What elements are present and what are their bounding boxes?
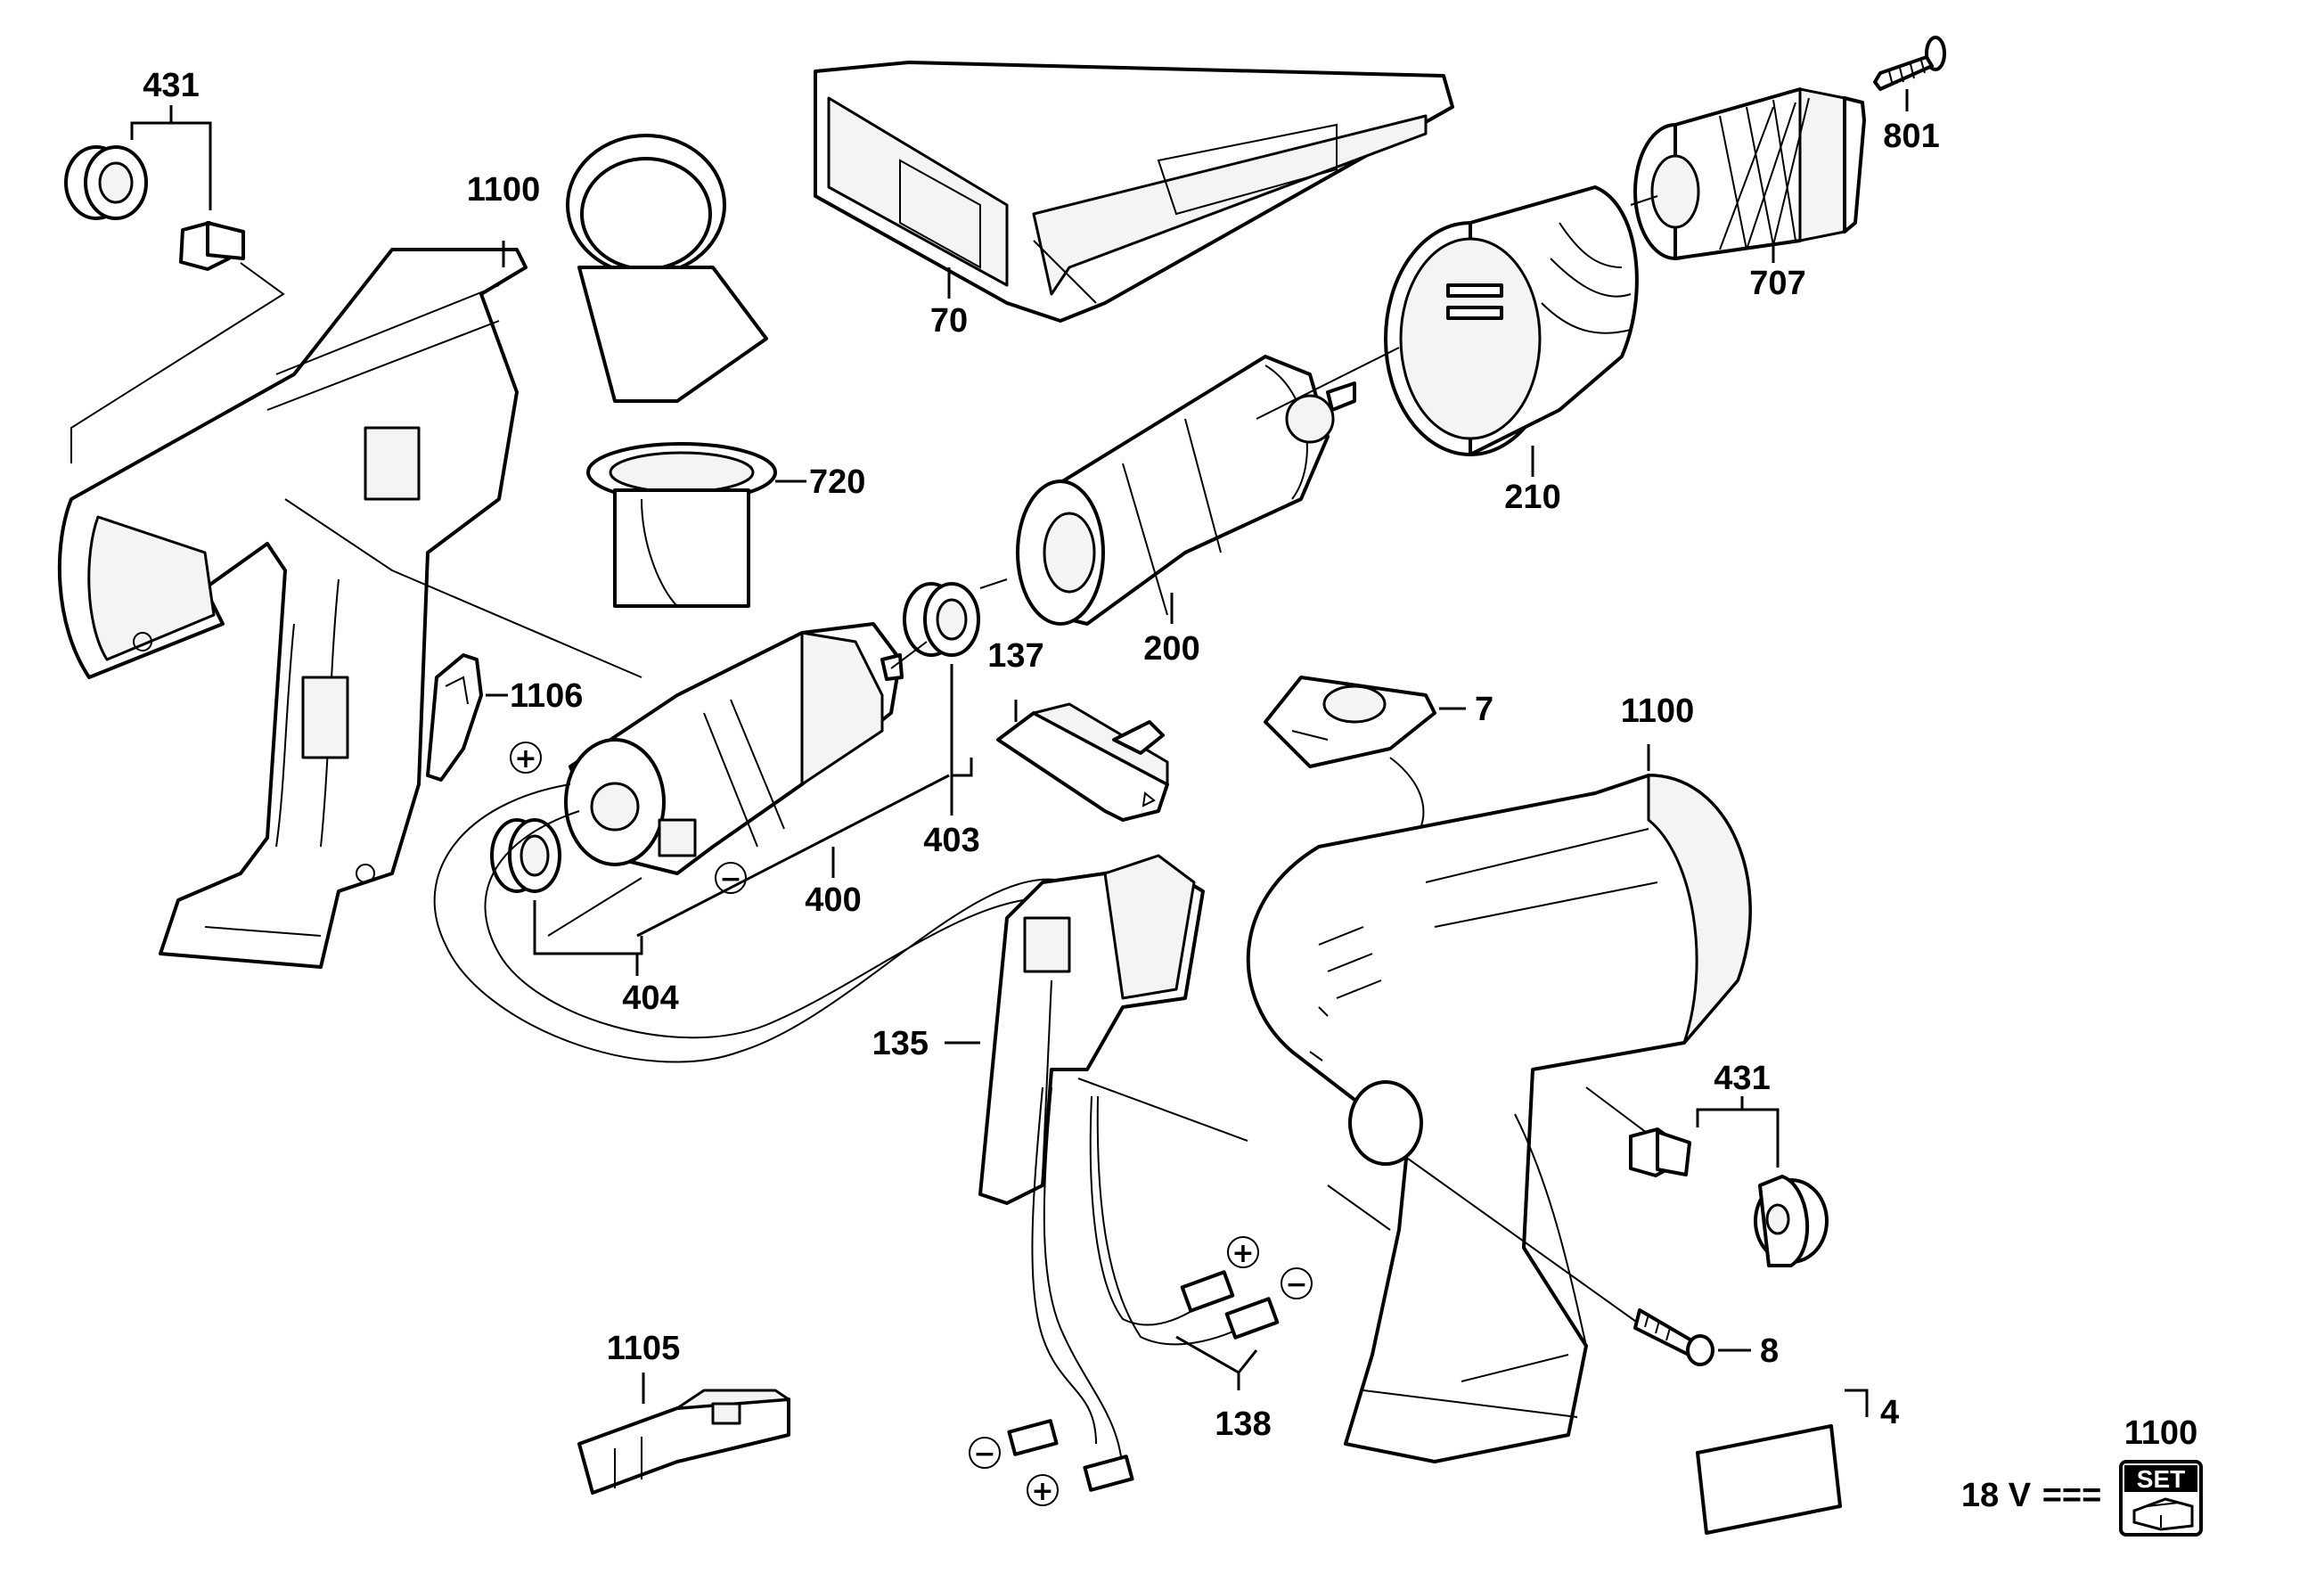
part-70-carrying-case [814,61,1454,323]
label-431-right: 431 [1714,1060,1770,1097]
part-4-label-plate [1696,1389,1869,1535]
label-4: 4 [1880,1394,1899,1431]
svg-text:−: − [719,864,741,895]
label-210: 210 [1504,479,1560,516]
part-138-wires [1007,1086,1280,1492]
svg-text:+: + [514,743,536,775]
svg-text:+: + [1232,1238,1254,1269]
label-1100-right: 1100 [1621,693,1694,730]
label-138: 138 [1215,1406,1271,1443]
label-1100-left: 1100 [467,171,540,209]
part-1100-housing-left [57,241,642,969]
label-403: 403 [923,822,979,859]
svg-text:−: − [1285,1269,1307,1300]
polarity-plus-motor: + [510,742,542,775]
label-200: 200 [1143,630,1199,668]
voltage-label: 18 V [1961,1477,2032,1514]
label-1105: 1105 [607,1330,680,1367]
label-801: 801 [1883,118,1939,155]
label-8: 8 [1760,1332,1779,1370]
svg-text:+: + [1031,1476,1053,1507]
part-7-switch-cap [1264,676,1466,848]
part-403-ring [903,582,980,815]
polarity-minus-wire-left: − [969,1437,1001,1470]
part-707-chuck [1630,87,1866,263]
part-1106-clip [426,653,508,782]
polarity-plus-wire-right: + [1227,1236,1259,1269]
label-720: 720 [809,463,865,501]
part-137-slider [996,700,1169,822]
dc-symbol: === [2042,1477,2102,1514]
polarity-plus-wire-left: + [1027,1474,1059,1507]
polarity-minus-wire-right: − [1281,1267,1313,1300]
label-70: 70 [930,302,968,340]
set-badge: SET [2119,1460,2203,1537]
part-135-trigger-switch [945,854,1248,1205]
part-431-brush-cap-right [1629,1096,1829,1267]
part-720-side-handle [566,134,806,608]
label-1106: 1106 [510,677,583,715]
motor-wire-loop [433,783,1070,1063]
part-200-gearbox [979,347,1400,626]
part-400-motor [564,622,950,938]
label-400: 400 [805,881,861,919]
set-badge-text: SET [2137,1465,2185,1493]
part-210-gear-cover [1384,185,1639,477]
part-8-screw [1633,1308,1751,1366]
polarity-minus-motor: − [715,862,747,895]
part-1105-terminal [577,1373,790,1495]
label-404: 404 [622,979,678,1017]
svg-text:−: − [973,1438,995,1470]
label-137: 137 [987,637,1043,675]
part-404-ring [490,818,643,976]
label-1100-set: 1100 [2124,1414,2197,1452]
label-431-top: 431 [143,67,199,104]
label-7: 7 [1475,691,1493,728]
label-707: 707 [1749,265,1805,302]
part-1100-housing-right [1246,744,1752,1463]
label-135: 135 [872,1025,929,1062]
part-801-screw [1873,36,1946,111]
part-431-brush-cap-top [64,105,285,463]
